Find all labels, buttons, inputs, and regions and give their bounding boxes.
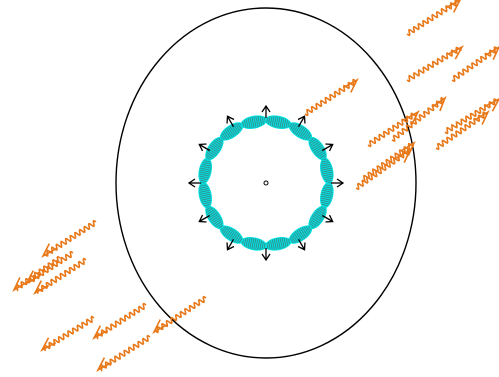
photon (25, 250, 74, 285)
radial-arrows (187, 104, 345, 262)
radial-arrow (226, 115, 235, 128)
photon (152, 295, 207, 334)
photon (451, 46, 499, 83)
ring-lobe (264, 115, 292, 130)
center-point (263, 180, 269, 186)
photon (40, 315, 95, 352)
photon (12, 255, 61, 293)
photon (92, 302, 147, 340)
radial-arrow (331, 178, 345, 188)
radial-arrow (187, 178, 201, 188)
photon (406, 45, 464, 83)
ring-lobe (198, 181, 213, 209)
radial-arrow (321, 143, 334, 152)
radial-arrow (321, 214, 334, 223)
photon (33, 257, 87, 295)
outer-ellipse (115, 7, 417, 359)
radial-arrow (297, 238, 306, 251)
radial-arrow (261, 248, 271, 262)
photon (444, 98, 499, 135)
photon (435, 109, 490, 151)
ring-lobe (240, 236, 268, 251)
ring-lobe (319, 157, 334, 185)
radial-arrow (198, 214, 211, 223)
photon (355, 147, 412, 190)
radial-arrow (226, 238, 235, 251)
radial-arrow (198, 143, 211, 152)
ring-lobe (240, 115, 268, 130)
photon (406, 0, 461, 37)
radial-arrow (261, 104, 271, 118)
ring-lobe (264, 236, 292, 251)
photon (41, 219, 97, 258)
photon (361, 140, 416, 183)
ring-of-lobes (198, 115, 334, 251)
radial-arrow (297, 115, 306, 128)
ring-lobe (319, 181, 334, 209)
photons-group (12, 0, 499, 372)
photon (304, 78, 359, 117)
photon (391, 95, 447, 142)
ring-lobe (198, 157, 213, 185)
photon (96, 334, 151, 372)
photon (367, 110, 420, 148)
